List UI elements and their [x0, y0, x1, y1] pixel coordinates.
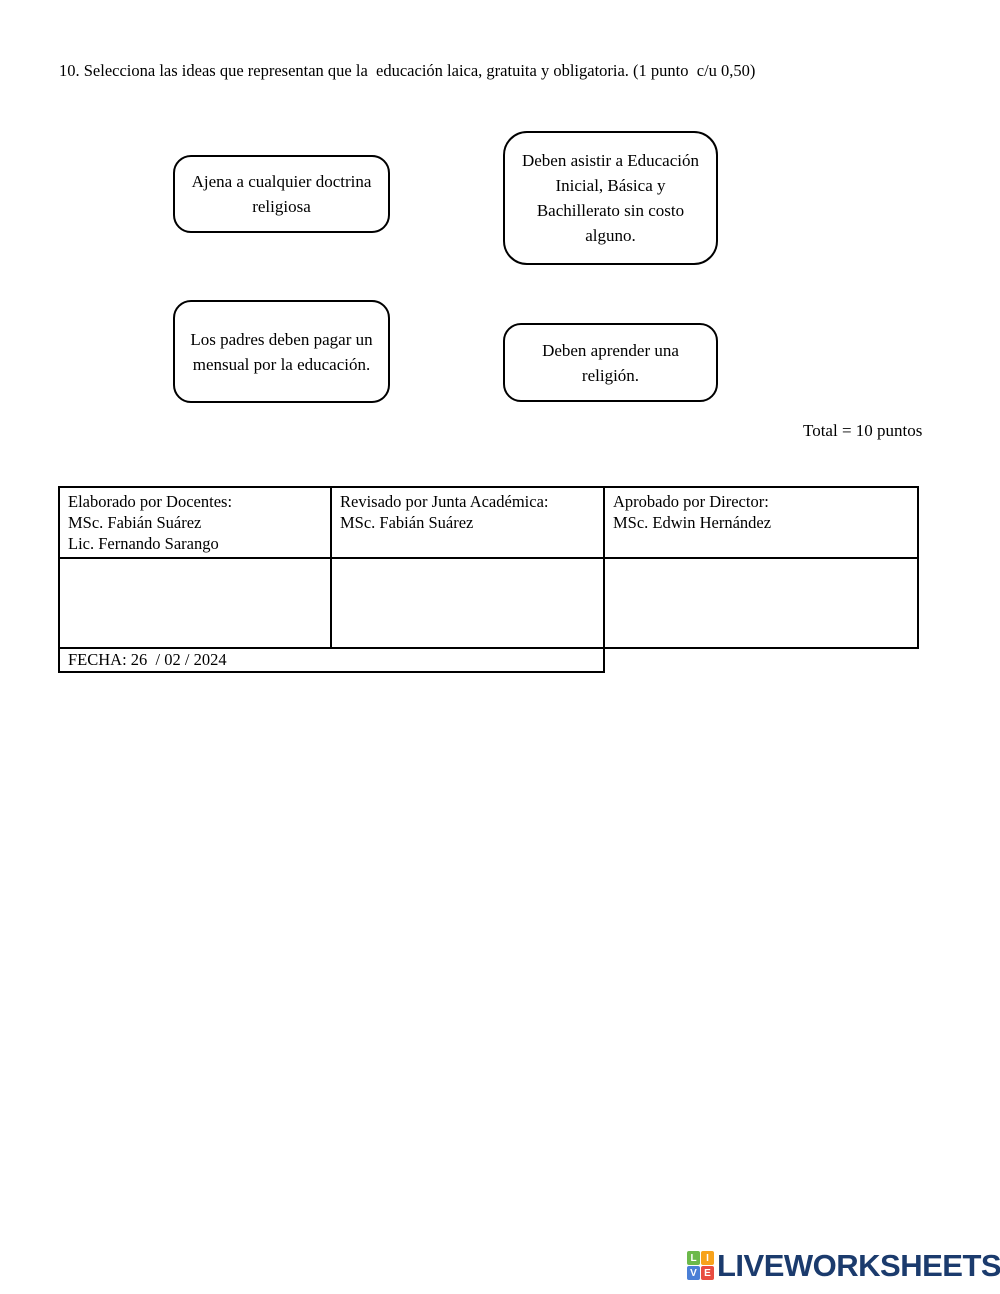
empty-cell — [604, 648, 918, 672]
cell-aprobado: Aprobado por Director: MSc. Edwin Hernán… — [603, 486, 919, 559]
cell-line: MSc. Fabián Suárez — [68, 513, 202, 532]
option-text: Deben asistir a Educación Inicial, Básic… — [521, 151, 699, 245]
logo-tile-i: I — [701, 1251, 714, 1265]
cell-line: Lic. Fernando Sarango — [68, 534, 219, 553]
logo-tile-e: E — [701, 1266, 714, 1280]
approval-table: Elaborado por Docentes: MSc. Fabián Suár… — [58, 486, 919, 673]
fecha-row: FECHA: 26 / 02 / 2024 — [58, 647, 918, 673]
liveworksheets-grid-icon: L I V E — [687, 1251, 714, 1280]
option-box-asistir[interactable]: Deben asistir a Educación Inicial, Básic… — [503, 131, 718, 265]
signature-cell — [330, 557, 605, 649]
liveworksheets-logo[interactable]: L I V E LIVEWORKSHEETS — [687, 1250, 1000, 1281]
total-points-label: Total = 10 puntos — [803, 421, 923, 440]
option-box-religion[interactable]: Deben aprender una religión. — [503, 323, 718, 402]
question-text: 10. Selecciona las ideas que representan… — [59, 61, 756, 80]
cell-line: Aprobado por Director: — [613, 492, 769, 511]
logo-tile-v: V — [687, 1266, 700, 1280]
liveworksheets-wordmark: LIVEWORKSHEETS — [717, 1248, 1000, 1283]
cell-line: MSc. Fabián Suárez — [340, 513, 474, 532]
cell-elaborado: Elaborado por Docentes: MSc. Fabián Suár… — [58, 486, 332, 559]
option-box-pagar[interactable]: Los padres deben pagar un mensual por la… — [173, 300, 390, 403]
option-box-ajena[interactable]: Ajena a cualquier doctrina religiosa — [173, 155, 390, 233]
option-text: Ajena a cualquier doctrina religiosa — [191, 172, 372, 216]
fecha-cell: FECHA: 26 / 02 / 2024 — [58, 647, 605, 673]
cell-line: Elaborado por Docentes: — [68, 492, 233, 511]
signature-cell — [603, 557, 919, 649]
signature-row — [58, 557, 919, 649]
cell-line: MSc. Edwin Hernández — [613, 513, 772, 532]
cell-line: Revisado por Junta Académica: — [340, 492, 549, 511]
option-text: Deben aprender una religión. — [542, 340, 679, 385]
option-text: Los padres deben pagar un mensual por la… — [190, 329, 373, 374]
cell-revisado: Revisado por Junta Académica: MSc. Fabiá… — [330, 486, 605, 559]
table-header-row: Elaborado por Docentes: MSc. Fabián Suár… — [58, 486, 919, 559]
logo-tile-l: L — [687, 1251, 700, 1265]
signature-cell — [58, 557, 332, 649]
